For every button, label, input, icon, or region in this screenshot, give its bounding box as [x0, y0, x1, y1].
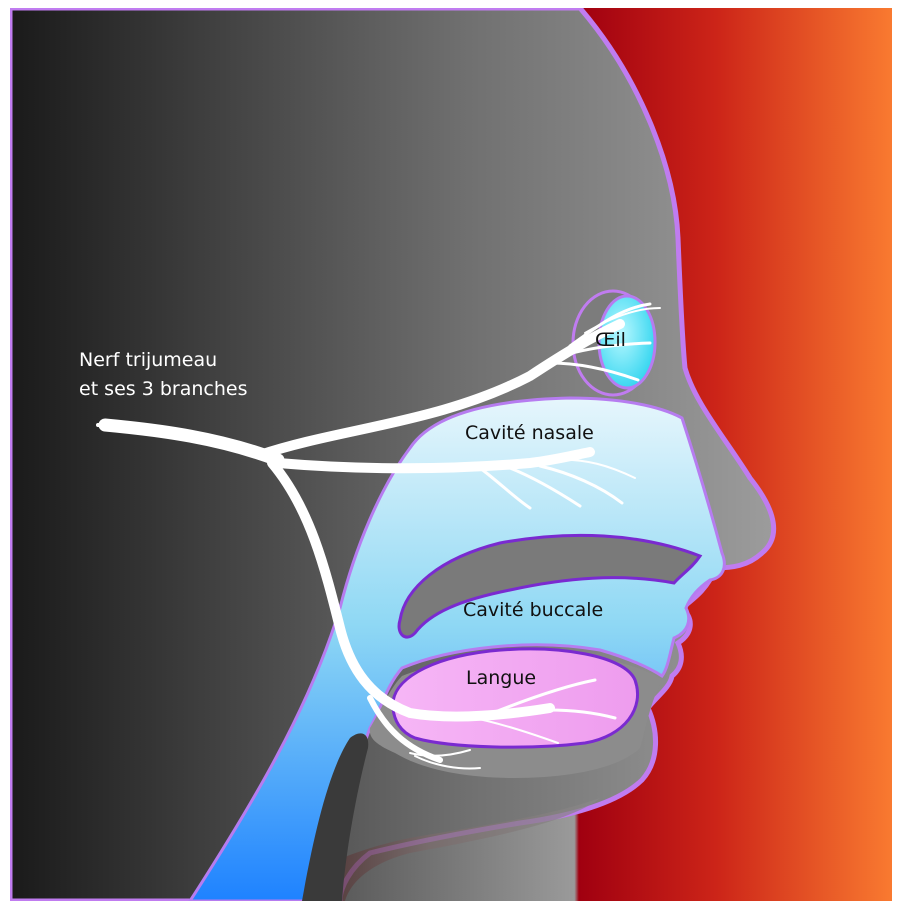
diagram: Nerf trijumeau et ses 3 branches Œil Cav… [10, 8, 892, 901]
nerve-trunk-tip [98, 424, 120, 425]
oral-cavity-label: Cavité buccale [463, 598, 603, 622]
nasal-cavity-label: Cavité nasale [465, 421, 594, 445]
tongue-label: Langue [466, 666, 536, 690]
nerve-label-line1: Nerf trijumeau [79, 348, 217, 372]
diagram-canvas [10, 8, 892, 901]
eye-label: Œil [595, 328, 626, 352]
nerve-label-line2: et ses 3 branches [79, 377, 247, 401]
